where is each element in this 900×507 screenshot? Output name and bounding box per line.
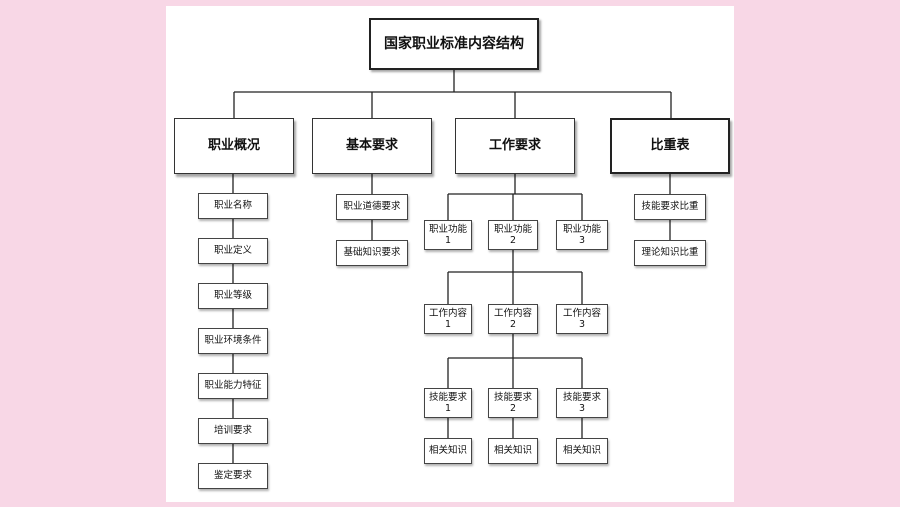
category-work: 工作要求	[455, 118, 575, 174]
overview-item: 职业名称	[198, 193, 268, 219]
weight-item: 技能要求比重	[634, 194, 706, 220]
overview-item: 培训要求	[198, 418, 268, 444]
overview-item: 职业等级	[198, 283, 268, 309]
work-function: 职业功能 3	[556, 220, 608, 250]
work-skill: 技能要求 1	[424, 388, 472, 418]
work-knowledge: 相关知识	[556, 438, 608, 464]
overview-item: 职业定义	[198, 238, 268, 264]
basic-item: 基础知识要求	[336, 240, 408, 266]
basic-item: 职业道德要求	[336, 194, 408, 220]
work-knowledge: 相关知识	[424, 438, 472, 464]
work-skill: 技能要求 3	[556, 388, 608, 418]
overview-item: 职业能力特征	[198, 373, 268, 399]
root-node: 国家职业标准内容结构	[369, 18, 539, 70]
category-weights: 比重表	[610, 118, 730, 174]
work-content: 工作内容 1	[424, 304, 472, 334]
work-knowledge: 相关知识	[488, 438, 538, 464]
work-function: 职业功能 1	[424, 220, 472, 250]
overview-item: 鉴定要求	[198, 463, 268, 489]
work-skill: 技能要求 2	[488, 388, 538, 418]
category-overview: 职业概况	[174, 118, 294, 174]
work-content: 工作内容 3	[556, 304, 608, 334]
work-function: 职业功能 2	[488, 220, 538, 250]
category-basic: 基本要求	[312, 118, 432, 174]
work-content: 工作内容 2	[488, 304, 538, 334]
overview-item: 职业环境条件	[198, 328, 268, 354]
weight-item: 理论知识比重	[634, 240, 706, 266]
